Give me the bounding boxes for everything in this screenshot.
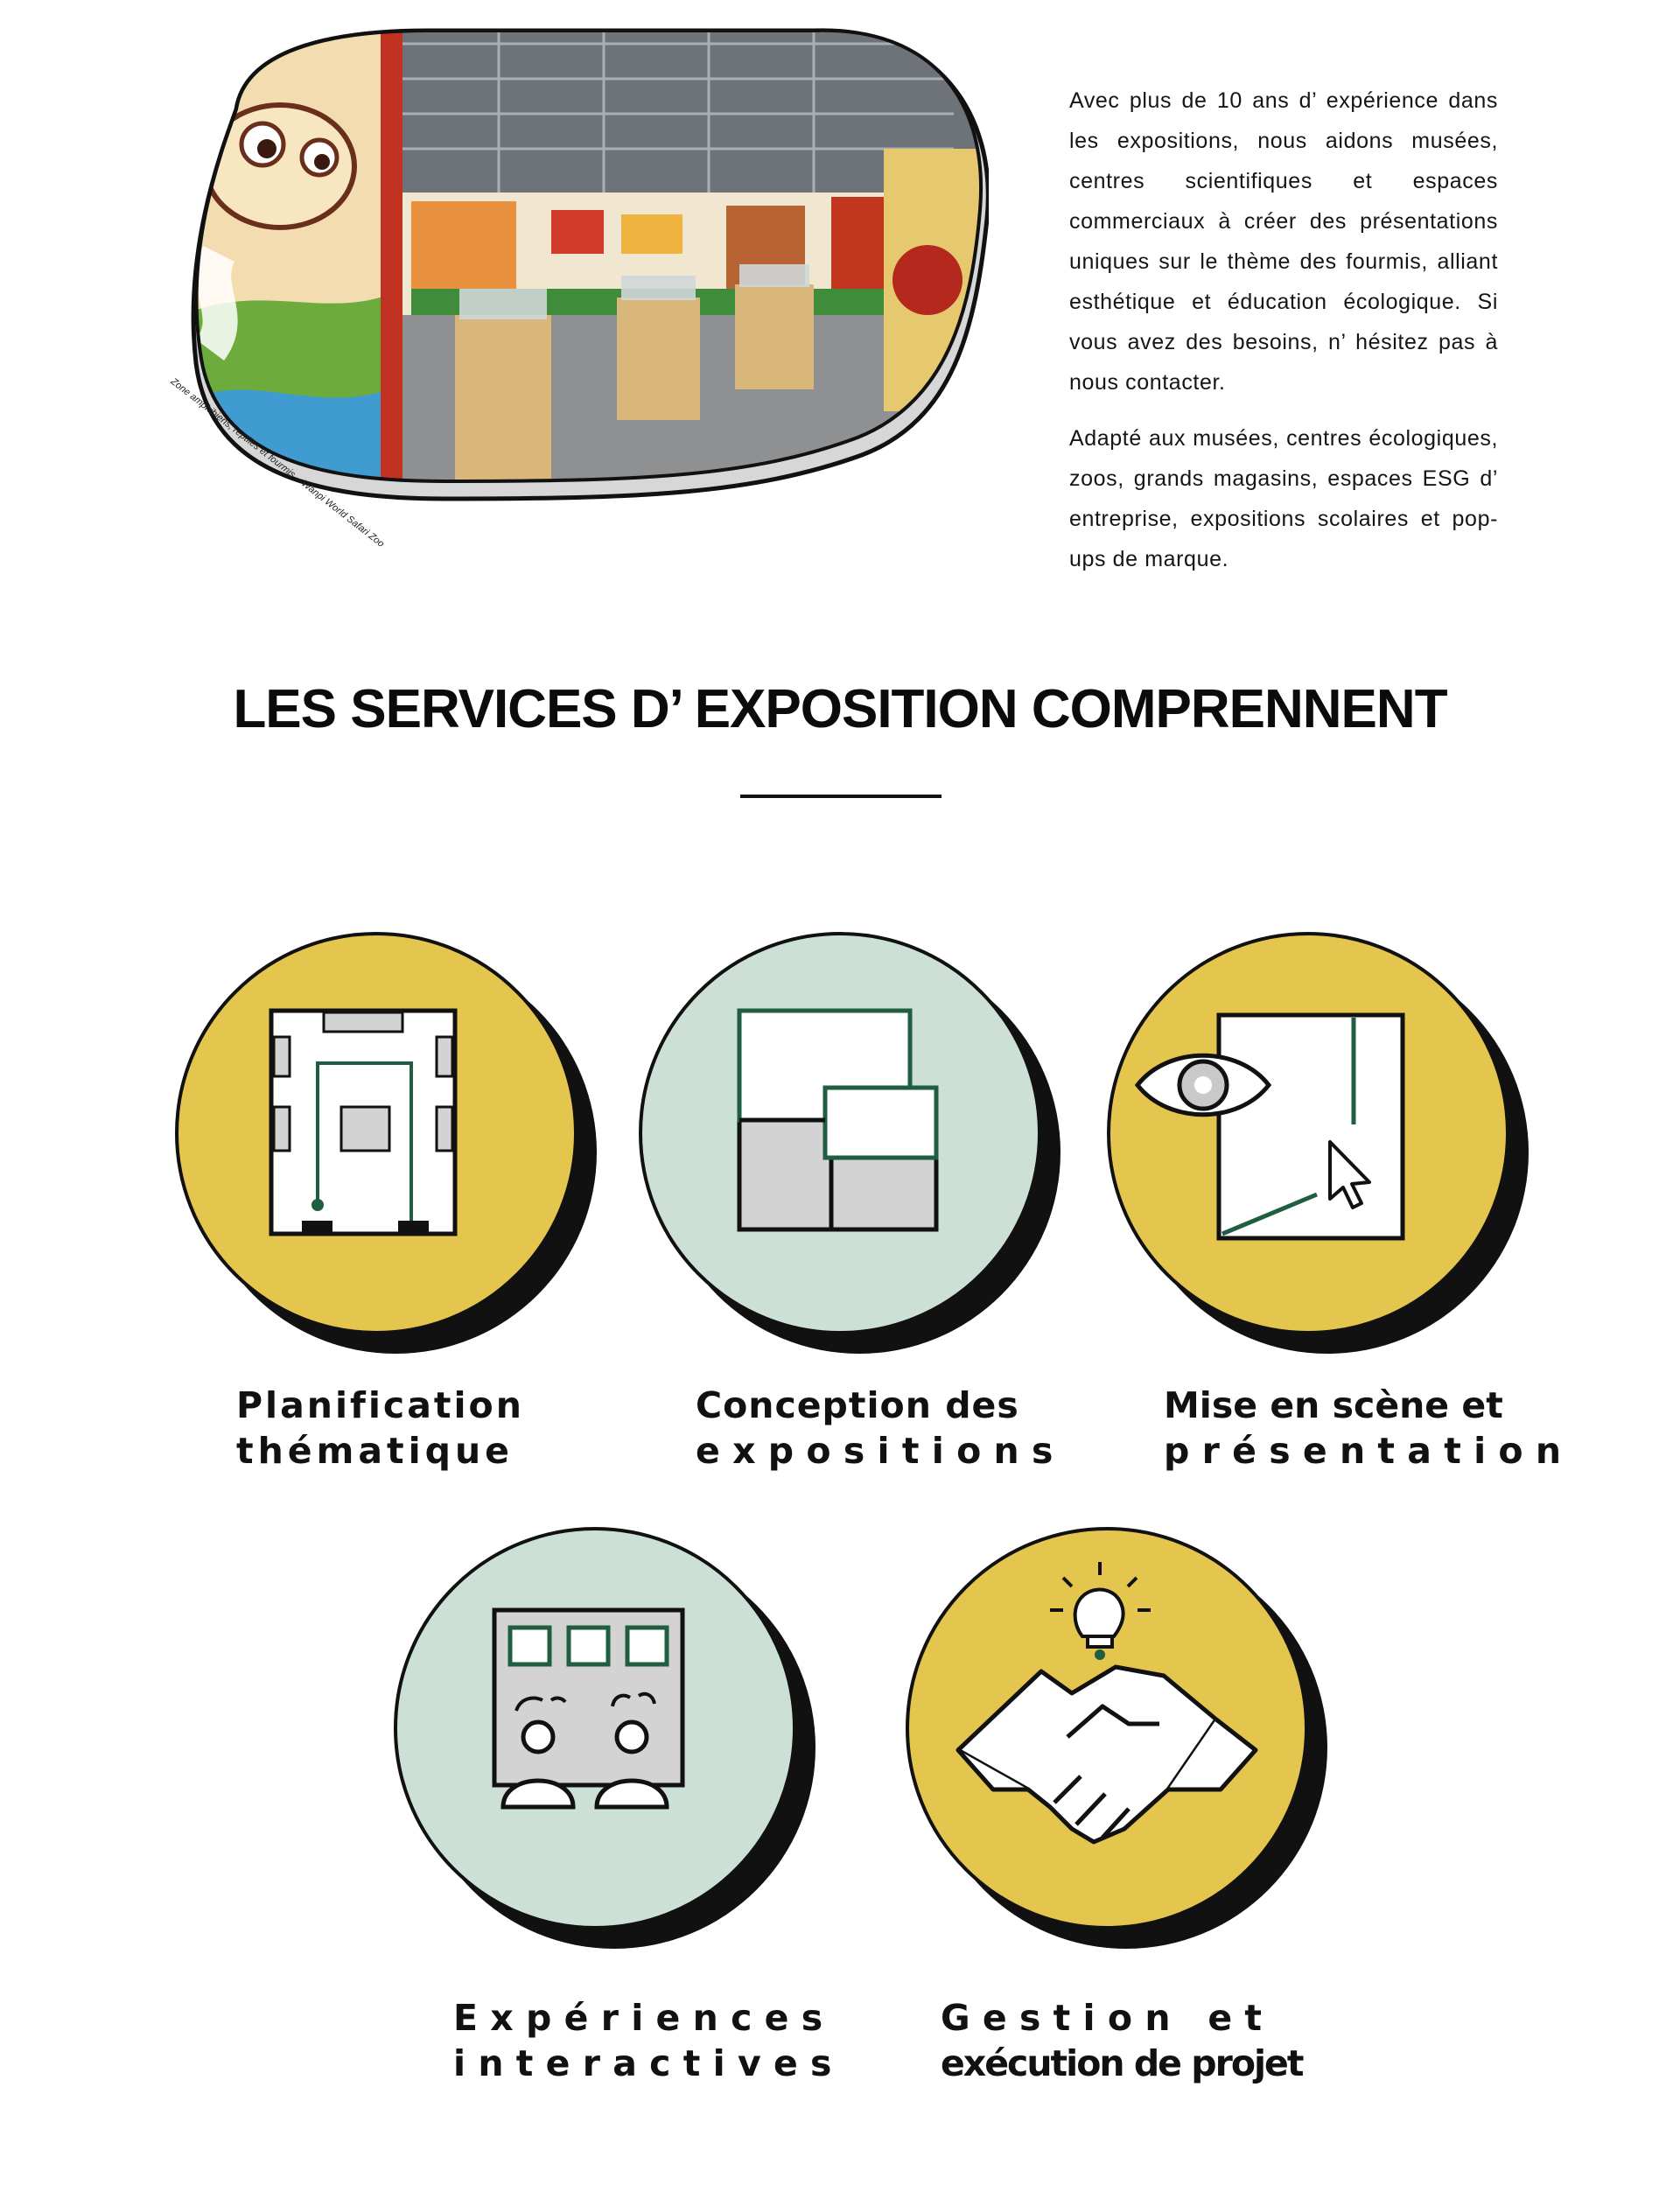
service-label-line2: thématique [236, 1430, 514, 1472]
service-label-line2: p r é s e n t a t i o n [1164, 1430, 1562, 1472]
layout-panels-icon [737, 1008, 939, 1232]
interactive-screen-icon [492, 1607, 685, 1810]
service-label-line1: Mise en scène et [1164, 1384, 1503, 1426]
intro-paragraph-1: Avec plus de 10 ans d’ expérience dans l… [1069, 88, 1498, 395]
service-label-project: G e s t i o n e t exécution de projet [941, 1995, 1304, 2086]
service-label-staging: Mise en scène et p r é s e n t a t i o n [1164, 1383, 1561, 1474]
service-label-line2: exécution de projet [941, 2042, 1304, 2084]
handshake-lightbulb-icon [956, 1562, 1258, 1845]
service-label-interactive: E x p é r i e n c e s i n t e r a c t i … [453, 1995, 831, 2086]
floor-plan-icon [269, 1008, 458, 1236]
service-label-line1: G e s t i o n e t [941, 1997, 1263, 2039]
hero-photo [184, 26, 989, 534]
section-title: LES SERVICES D’ EXPOSITION COMPRENNENT [233, 679, 1447, 739]
eye-cursor-icon [1134, 1012, 1405, 1241]
service-label-line1: E x p é r i e n c e s [453, 1997, 823, 2039]
service-label-line2: e x p o s i t i o n s [696, 1430, 1054, 1472]
service-label-line1: Planification [236, 1384, 524, 1426]
service-label-design: Conception des e x p o s i t i o n s [696, 1383, 1053, 1474]
intro-paragraph-2: Adapté aux musées, centres écologiques, … [1069, 426, 1498, 571]
service-label-line1: Conception des [696, 1384, 1019, 1426]
service-card-interactive [394, 1527, 816, 1949]
service-card-design [639, 932, 1060, 1354]
service-card-staging [1107, 932, 1529, 1354]
lightbulb-icon [1050, 1562, 1151, 1660]
service-label-line2: i n t e r a c t i v e s [453, 2042, 832, 2084]
service-label-planning: Planification thématique [236, 1383, 524, 1474]
title-divider [740, 795, 942, 798]
intro-text: Avec plus de 10 ans d’ expérience dans l… [1069, 81, 1498, 595]
service-card-planning [175, 932, 597, 1354]
service-card-project [906, 1527, 1327, 1949]
